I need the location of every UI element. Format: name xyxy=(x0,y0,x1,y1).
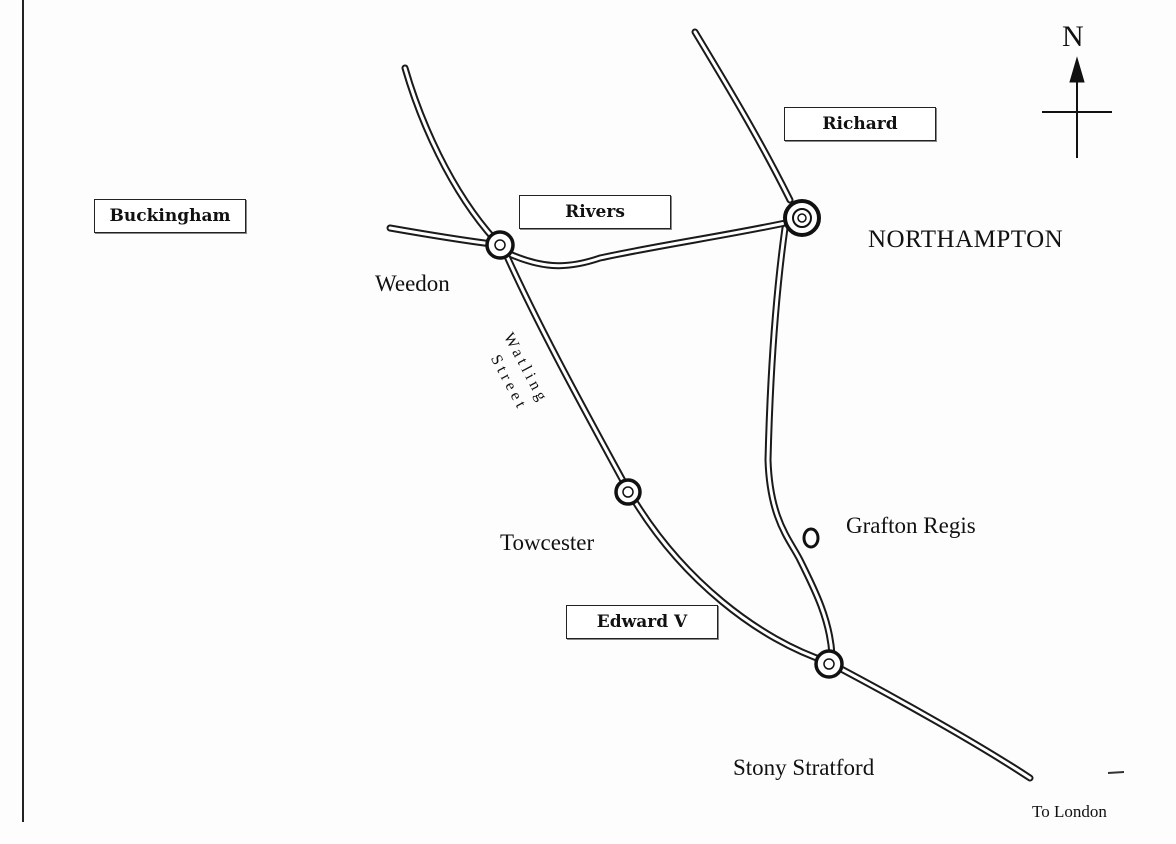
compass-icon xyxy=(1042,56,1112,158)
edge-mark xyxy=(1107,771,1125,774)
stony-stratford-marker-inner xyxy=(823,658,835,670)
left-border-line xyxy=(22,0,24,822)
to-london-label: To London xyxy=(1032,802,1107,821)
road-north-from-northampton xyxy=(691,28,794,204)
richard-label-box: Richard xyxy=(784,107,936,141)
weedon-name: Weedon xyxy=(375,271,450,296)
edward-v-label-box: Edward V xyxy=(566,605,718,639)
rivers-label-box: Rivers xyxy=(519,195,671,229)
towcester-marker-inner xyxy=(622,486,634,498)
northampton-marker-core xyxy=(797,213,807,223)
richard-label: Richard xyxy=(822,114,898,134)
towcester-name: Towcester xyxy=(500,530,595,555)
grafton-regis-name: Grafton Regis xyxy=(846,513,976,538)
northampton-name: NORTHAMPTON xyxy=(868,226,1064,253)
road-weedon-northampton xyxy=(501,218,794,270)
road-west-from-weedon xyxy=(386,224,496,248)
compass-north-label: N xyxy=(1062,20,1084,53)
edward-v-label: Edward V xyxy=(596,612,688,632)
rivers-label: Rivers xyxy=(565,202,625,222)
road-watling-street xyxy=(501,248,1034,782)
buckingham-label: Buckingham xyxy=(109,206,231,226)
road-northampton-stony-stratford xyxy=(764,224,836,659)
stony-stratford-name: Stony Stratford xyxy=(733,755,875,780)
weedon-marker-inner xyxy=(494,239,506,251)
road-north-from-weedon xyxy=(401,64,499,244)
grafton-regis-marker xyxy=(802,527,820,549)
buckingham-label-box: Buckingham xyxy=(94,199,246,233)
